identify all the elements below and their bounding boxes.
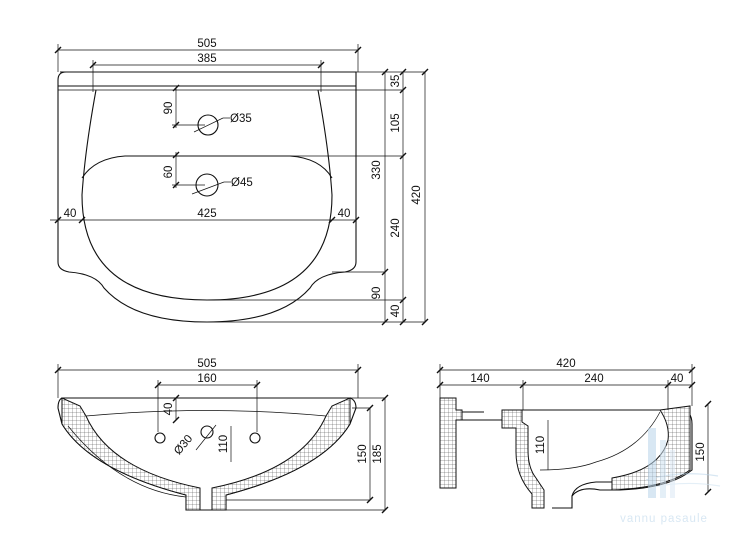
dim-mid-depth: 240 bbox=[390, 218, 402, 237]
dim-front-edge: 40 bbox=[390, 305, 402, 318]
dim-front-offset: 90 bbox=[371, 287, 383, 300]
dim-bowl-depth: 330 bbox=[371, 160, 383, 179]
drain-hole-icon bbox=[200, 425, 214, 439]
dim-edge-right: 40 bbox=[338, 208, 351, 220]
side-view: 420 140 240 40 110 150 bbox=[436, 358, 712, 509]
dim-overall-depth: 420 bbox=[411, 185, 423, 204]
dim-top-rim: 35 bbox=[390, 75, 402, 88]
front-section-right bbox=[211, 397, 351, 511]
dim-side-height: 150 bbox=[695, 442, 707, 461]
dim-side-drain-height: 110 bbox=[535, 436, 547, 454]
dim-side-back-depth: 140 bbox=[470, 373, 489, 385]
dim-top-overall-width: 505 bbox=[197, 38, 216, 50]
front-view: 505 160 40 Ø30 110 150 185 bbox=[54, 358, 389, 514]
watermark-text: vannu pasaule bbox=[620, 513, 708, 525]
watermark-logo: vannu pasaule bbox=[620, 428, 721, 525]
dim-side-bowl-depth: 240 bbox=[584, 373, 603, 385]
dim-front-drain-diameter: Ø30 bbox=[172, 433, 195, 457]
dim-drain-hole-diameter: Ø45 bbox=[231, 177, 253, 189]
dim-tap-offset: 90 bbox=[163, 102, 175, 115]
top-view: 505 385 90 Ø35 60 Ø45 425 bbox=[50, 38, 429, 326]
mount-hole-right-icon bbox=[249, 432, 261, 444]
top-view-outline bbox=[57, 71, 357, 323]
dim-edge-left: 40 bbox=[64, 208, 77, 220]
dim-hole-offset: 40 bbox=[163, 403, 175, 416]
drain-section bbox=[501, 409, 545, 509]
wall-mount-section bbox=[439, 397, 463, 489]
dim-tap-hole-diameter: Ø35 bbox=[230, 113, 252, 125]
dim-side-overall-depth: 420 bbox=[556, 358, 575, 370]
dim-drain-offset: 60 bbox=[163, 166, 175, 179]
dim-side-front-lip: 40 bbox=[671, 373, 684, 385]
dim-front-drain-height: 110 bbox=[218, 435, 230, 453]
bowl-outline bbox=[81, 89, 333, 301]
mount-hole-left-icon bbox=[154, 432, 166, 444]
dim-tap-to-bowl: 105 bbox=[390, 113, 402, 132]
dim-hole-spacing: 385 bbox=[197, 53, 216, 65]
dim-mount-spacing: 160 bbox=[197, 373, 216, 385]
front-section-left bbox=[61, 397, 201, 511]
bowl-basin-edge bbox=[81, 155, 333, 179]
dim-front-overall-width: 505 bbox=[197, 358, 216, 370]
dim-bowl-width: 425 bbox=[197, 208, 216, 220]
dim-front-bowl-height: 150 bbox=[357, 444, 369, 463]
dim-front-overall-height: 185 bbox=[372, 444, 384, 463]
